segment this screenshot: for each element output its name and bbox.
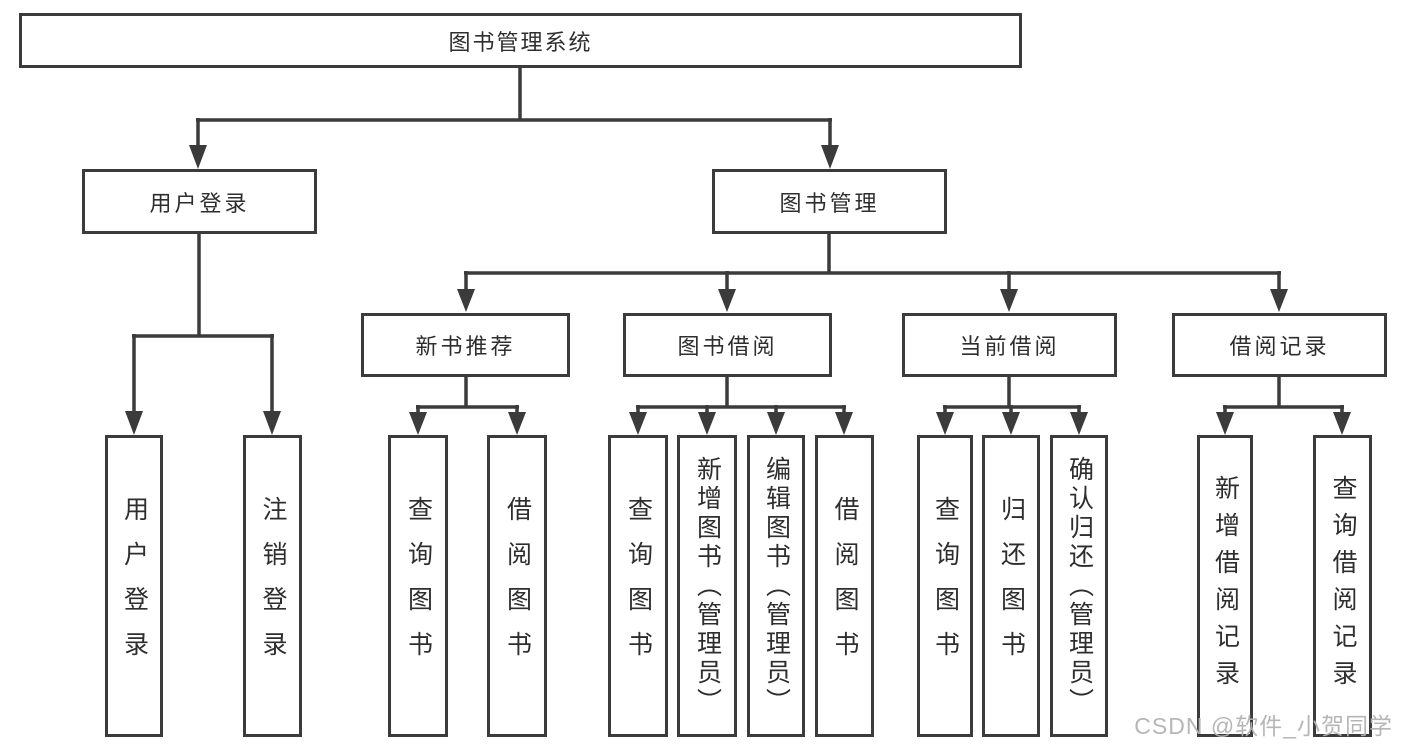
leaf-logout-label: 注销登录 (259, 496, 287, 676)
node-book-borrowing-label: 图书借阅 (677, 334, 778, 359)
node-book-management: 图书管理 (712, 169, 947, 234)
leaf-return-books-label: 归还图书 (997, 496, 1026, 676)
node-new-book-recommendation-label: 新书推荐 (415, 334, 516, 359)
leaf-user-login: 用户登录 (105, 435, 163, 737)
leaf-current-query-books-label: 查询图书 (931, 496, 960, 676)
leaf-logout: 注销登录 (243, 435, 302, 737)
leaf-recommend-borrow-books-label: 借阅图书 (503, 496, 532, 676)
leaf-query-borrow-record: 查询借阅记录 (1313, 435, 1372, 737)
leaf-borrowing-borrow-books-label: 借阅图书 (831, 496, 859, 676)
leaf-query-borrow-record-label: 查询借阅记录 (1329, 475, 1357, 697)
node-current-borrowing: 当前借阅 (902, 313, 1117, 377)
node-book-borrowing: 图书借阅 (623, 313, 832, 377)
leaf-add-books-admin-label: 新增图书（管理员） (693, 455, 722, 717)
leaf-recommend-borrow-books: 借阅图书 (487, 435, 547, 737)
node-root: 图书管理系统 (19, 13, 1022, 68)
leaf-add-books-admin: 新增图书（管理员） (677, 435, 737, 737)
leaf-borrowing-query-books: 查询图书 (608, 435, 668, 737)
node-book-management-label: 图书管理 (779, 190, 880, 216)
leaf-confirm-return-admin-label: 确认归还（管理员） (1065, 455, 1094, 717)
leaf-current-query-books: 查询图书 (917, 435, 973, 737)
leaf-borrowing-query-books-label: 查询图书 (624, 496, 653, 676)
leaf-recommend-query-books-label: 查询图书 (404, 496, 433, 676)
leaf-confirm-return-admin: 确认归还（管理员） (1050, 435, 1108, 737)
node-new-book-recommendation: 新书推荐 (361, 313, 570, 377)
node-user-login: 用户登录 (82, 169, 317, 234)
leaf-return-books: 归还图书 (982, 435, 1040, 737)
node-current-borrowing-label: 当前借阅 (959, 334, 1060, 359)
leaf-edit-books-admin: 编辑图书（管理员） (747, 435, 805, 737)
node-user-login-label: 用户登录 (149, 190, 250, 216)
leaf-borrowing-borrow-books: 借阅图书 (815, 435, 874, 737)
leaf-add-borrow-record-label: 新增借阅记录 (1211, 475, 1240, 697)
node-borrowing-records: 借阅记录 (1172, 313, 1387, 377)
leaf-edit-books-admin-label: 编辑图书（管理员） (762, 455, 791, 717)
node-root-label: 图书管理系统 (448, 29, 593, 55)
leaf-recommend-query-books: 查询图书 (388, 435, 448, 737)
node-borrowing-records-label: 借阅记录 (1229, 334, 1330, 359)
leaf-user-login-label: 用户登录 (120, 496, 149, 676)
leaf-add-borrow-record: 新增借阅记录 (1197, 435, 1253, 737)
